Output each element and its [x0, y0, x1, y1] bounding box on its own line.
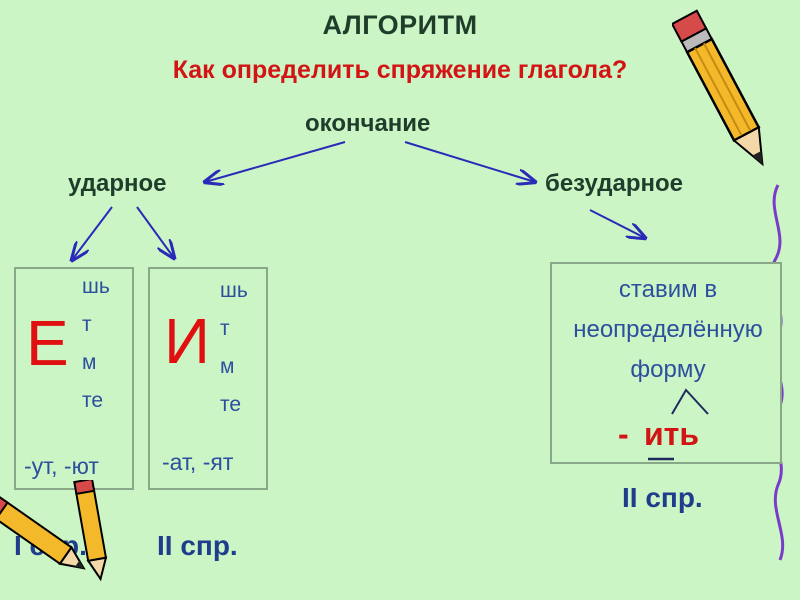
form-m: м — [82, 351, 97, 374]
instruction-line-2: неопределённую — [573, 316, 763, 343]
question-subtitle: Как определить спряжение глагола? — [172, 56, 628, 84]
box-stressed-e: Е шь т м те -ут, -ют — [14, 267, 134, 490]
form-t: т — [82, 313, 92, 336]
box-unstressed-infinitive: ставим в неопределённую форму - ить — [550, 262, 782, 464]
arrow-to-box-e — [72, 206, 113, 260]
instruction-line-1: ставим в — [618, 276, 718, 303]
plural-endings-e: -ут, -ют — [24, 453, 99, 479]
arrow-to-unstressed — [404, 141, 535, 182]
conjugation-label-infinitive: II спр. — [622, 482, 703, 513]
pencils-icon — [0, 480, 108, 582]
suffix-it: ить — [644, 416, 700, 452]
letter-i: И — [164, 305, 210, 377]
arrow-to-box-i — [136, 206, 174, 258]
form-te: те — [82, 389, 104, 412]
form-m: м — [220, 355, 235, 378]
arrow-to-stressed — [205, 141, 346, 182]
form-te: те — [220, 393, 242, 416]
plural-endings-i: -ат, -ят — [162, 449, 234, 475]
form-t: т — [220, 317, 230, 340]
root-node-ending: окончание — [305, 110, 431, 137]
pencil-icon — [672, 9, 764, 167]
node-stressed: ударное — [68, 170, 167, 197]
conjugation-label-second: II спр. — [157, 530, 238, 561]
letter-e: Е — [26, 307, 69, 379]
algorithm-title: АЛГОРИТМ — [322, 10, 478, 40]
box-stressed-i: И шь т м те -ат, -ят — [148, 267, 268, 490]
node-unstressed: безударное — [545, 170, 683, 197]
form-shj: шь — [82, 275, 110, 298]
arrow-to-infinitive-box — [589, 209, 645, 238]
form-shj: шь — [220, 279, 248, 302]
instruction-line-3: форму — [630, 356, 706, 383]
suffix-dash: - — [618, 416, 629, 452]
